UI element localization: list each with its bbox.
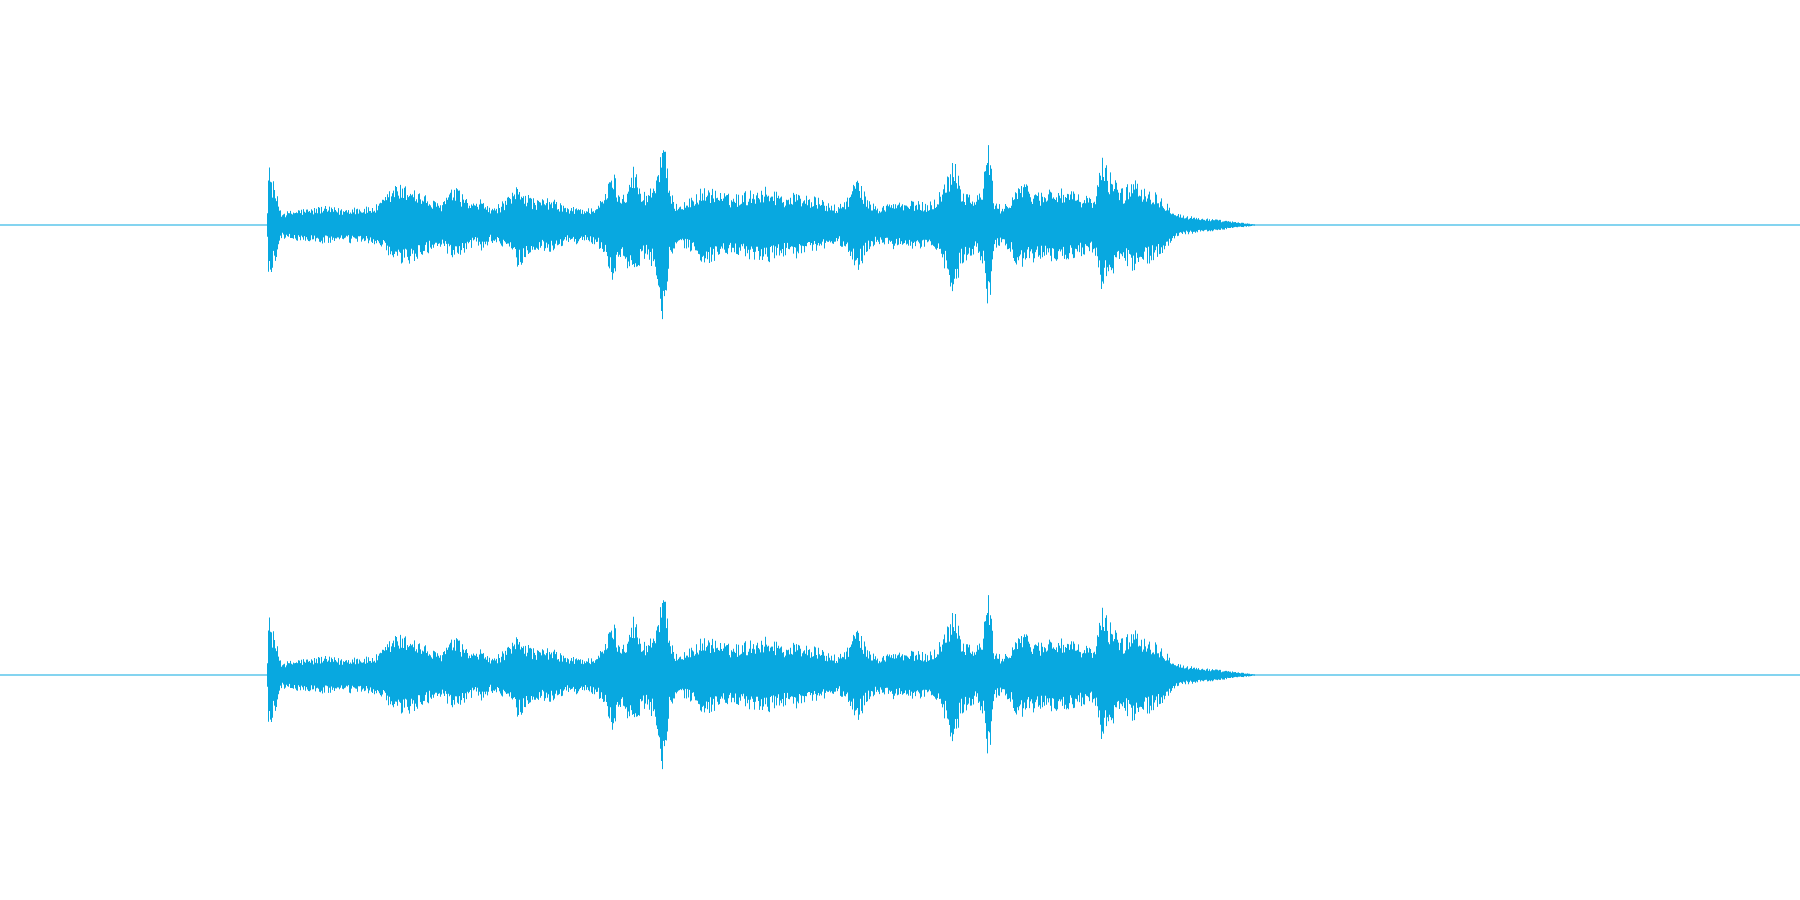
channel-2-waveform-svg xyxy=(0,595,1800,770)
channel-1-waveform-svg xyxy=(0,145,1800,320)
waveform-trace xyxy=(267,595,1258,770)
channel-1-waveform xyxy=(0,145,1800,320)
channel-2-waveform xyxy=(0,450,1800,900)
waveform-trace xyxy=(267,145,1258,320)
